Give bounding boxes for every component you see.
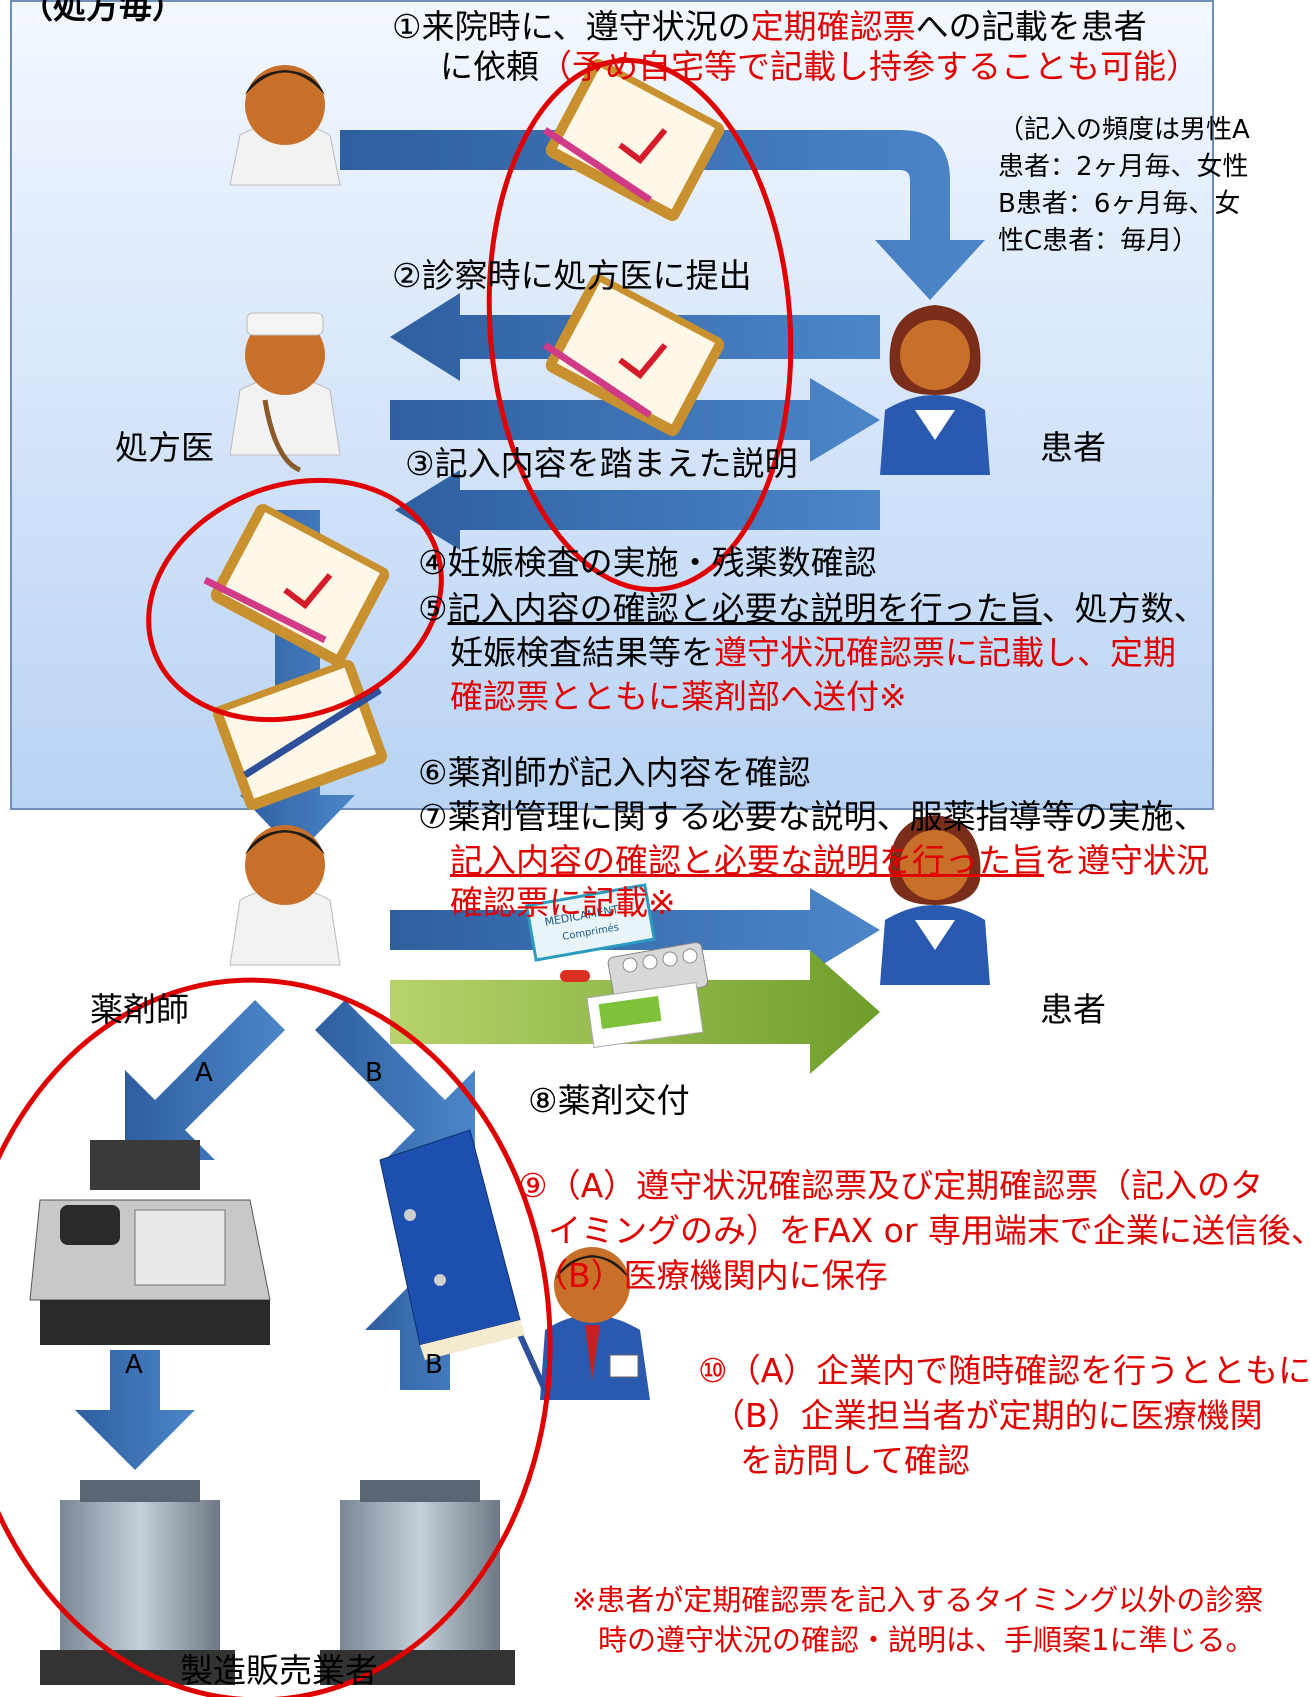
step-5-text-b: 記入内容の確認と必要な説明を行った旨 <box>447 589 1042 628</box>
step-8-text: ⑧薬剤交付 <box>528 1081 690 1120</box>
footnote-line-1: ※患者が定期確認票を記入するタイミング以外の診察 <box>572 1583 1264 1617</box>
step-7-line-1: ⑦薬剤管理に関する必要な説明、服薬指導等の実施、 <box>418 797 1207 836</box>
step-1-text-b: 定期確認票 <box>750 7 916 46</box>
step-5-text-e: 遵守状況確認票に記載し、定期 <box>714 633 1176 672</box>
highlight-ellipse-top <box>486 57 794 593</box>
pharmacist-icon <box>229 825 341 966</box>
step-10-line-1: ⑩（A）企業内で随時確認を行うとともに、 <box>698 1351 1311 1390</box>
company-rep-icon <box>517 1247 650 1400</box>
step-5-line-3: 確認票とともに薬剤部へ送付※ <box>450 677 907 716</box>
arrow-explain <box>390 378 880 462</box>
step-9-line-3: （B）医療機関内に保存 <box>535 1256 888 1295</box>
highlight-ellipse-bottom <box>0 977 553 1697</box>
step-5-line-1: ⑤記入内容の確認と必要な説明を行った旨、処方数、 <box>418 588 1207 630</box>
step-5-text-c: 、処方数、 <box>1041 589 1207 628</box>
arrow-b-diag <box>315 1000 475 1160</box>
step-10-line-3: を訪問して確認 <box>740 1441 971 1480</box>
patient-female-top-icon <box>880 305 990 475</box>
arrow-b-lower-label: B <box>425 1350 443 1380</box>
step-9-line-1: ⑨（A）遵守状況確認票及び定期確認票（記入のタ <box>518 1166 1264 1205</box>
step-1-text-a: ①来院時に、遵守状況の <box>392 7 751 46</box>
highlight-ellipse-middle <box>146 477 444 723</box>
building-left-icon <box>40 1480 235 1685</box>
step-4-text: ④妊娠検査の実施・残薬数確認 <box>418 543 877 582</box>
patient-female-bottom-icon <box>880 815 990 985</box>
binder-icon <box>379 1129 525 1360</box>
freq-note-1: （記入の頻度は男性A <box>998 115 1250 145</box>
step-1-text-c: への記載を患者 <box>915 7 1147 46</box>
patient-bottom-label: 患者 <box>1040 990 1106 1029</box>
step-5-text-a: ⑤ <box>418 589 448 628</box>
header-top-label: （処方毎） <box>20 0 185 26</box>
arrow-a-upper-label: A <box>195 1058 213 1088</box>
footnote-line-2: 時の遵守状況の確認・説明は、手順案1に準じる。 <box>598 1623 1255 1657</box>
doctor-icon <box>229 312 341 473</box>
step-9-line-2: イミングのみ）をFAX or 専用端末で企業に送信後、 <box>548 1211 1311 1250</box>
step-1-text-e: （予め自宅等で記載し持参することも可能） <box>539 47 1199 86</box>
step-5-line-2: 妊娠検査結果等を遵守状況確認票に記載し、定期 <box>450 632 1176 674</box>
step-7-text-c: を遵守状況 <box>1044 841 1209 880</box>
fax-machine-icon <box>29 1140 271 1345</box>
step-3-text: ③記入内容を踏まえた説明 <box>405 444 798 483</box>
step-10-line-2: （B）企業担当者が定期的に医療機関 <box>712 1396 1263 1435</box>
step-1-text-d: に依頼 <box>440 47 539 86</box>
step-1-line-1: ①来院時に、遵守状況の定期確認票への記載を患者 <box>392 6 1147 48</box>
step-2-text: ②診察時に処方医に提出 <box>392 256 752 295</box>
step-6-text: ⑥薬剤師が記入内容を確認 <box>418 753 811 792</box>
clipboard-3-icon <box>203 504 390 666</box>
arrow-a-lower-label: A <box>125 1350 143 1380</box>
medicine-icon: MEDICAMENT Comprimés <box>524 883 709 1048</box>
arrow-return <box>395 470 880 550</box>
freq-note-2: 患者：2ヶ月毎、女性 <box>998 152 1249 182</box>
building-right-icon <box>320 1480 515 1685</box>
doctor-label: 処方医 <box>115 428 214 467</box>
clipboard-1-icon <box>543 59 725 221</box>
step-7-line-3: 確認票に記載※ <box>450 883 676 922</box>
freq-note-3: B患者：6ヶ月毎、女 <box>998 189 1241 219</box>
step-5-text-d: 妊娠検査結果等を <box>450 633 714 672</box>
freq-note-4: 性C患者：毎月） <box>998 226 1199 256</box>
arrow-a-down <box>75 1350 195 1470</box>
step-7-line-2: 記入内容の確認と必要な説明を行った旨を遵守状況 <box>450 840 1209 882</box>
pharmacist-label: 薬剤師 <box>90 990 189 1029</box>
step-1-line-2: に依頼（予め自宅等で記載し持参することも可能） <box>440 46 1199 88</box>
patient-top-label: 患者 <box>1040 428 1106 467</box>
clipboard-2-icon <box>543 274 725 436</box>
manufacturer-label: 製造販売業者 <box>180 1651 378 1690</box>
step-7-text-b: 記入内容の確認と必要な説明を行った旨 <box>450 841 1044 880</box>
arrow-b-upper-label: B <box>365 1058 383 1088</box>
arrow-a-diag <box>125 1000 285 1160</box>
patient-male-icon <box>229 65 341 186</box>
clipboard-4-icon <box>212 659 388 811</box>
